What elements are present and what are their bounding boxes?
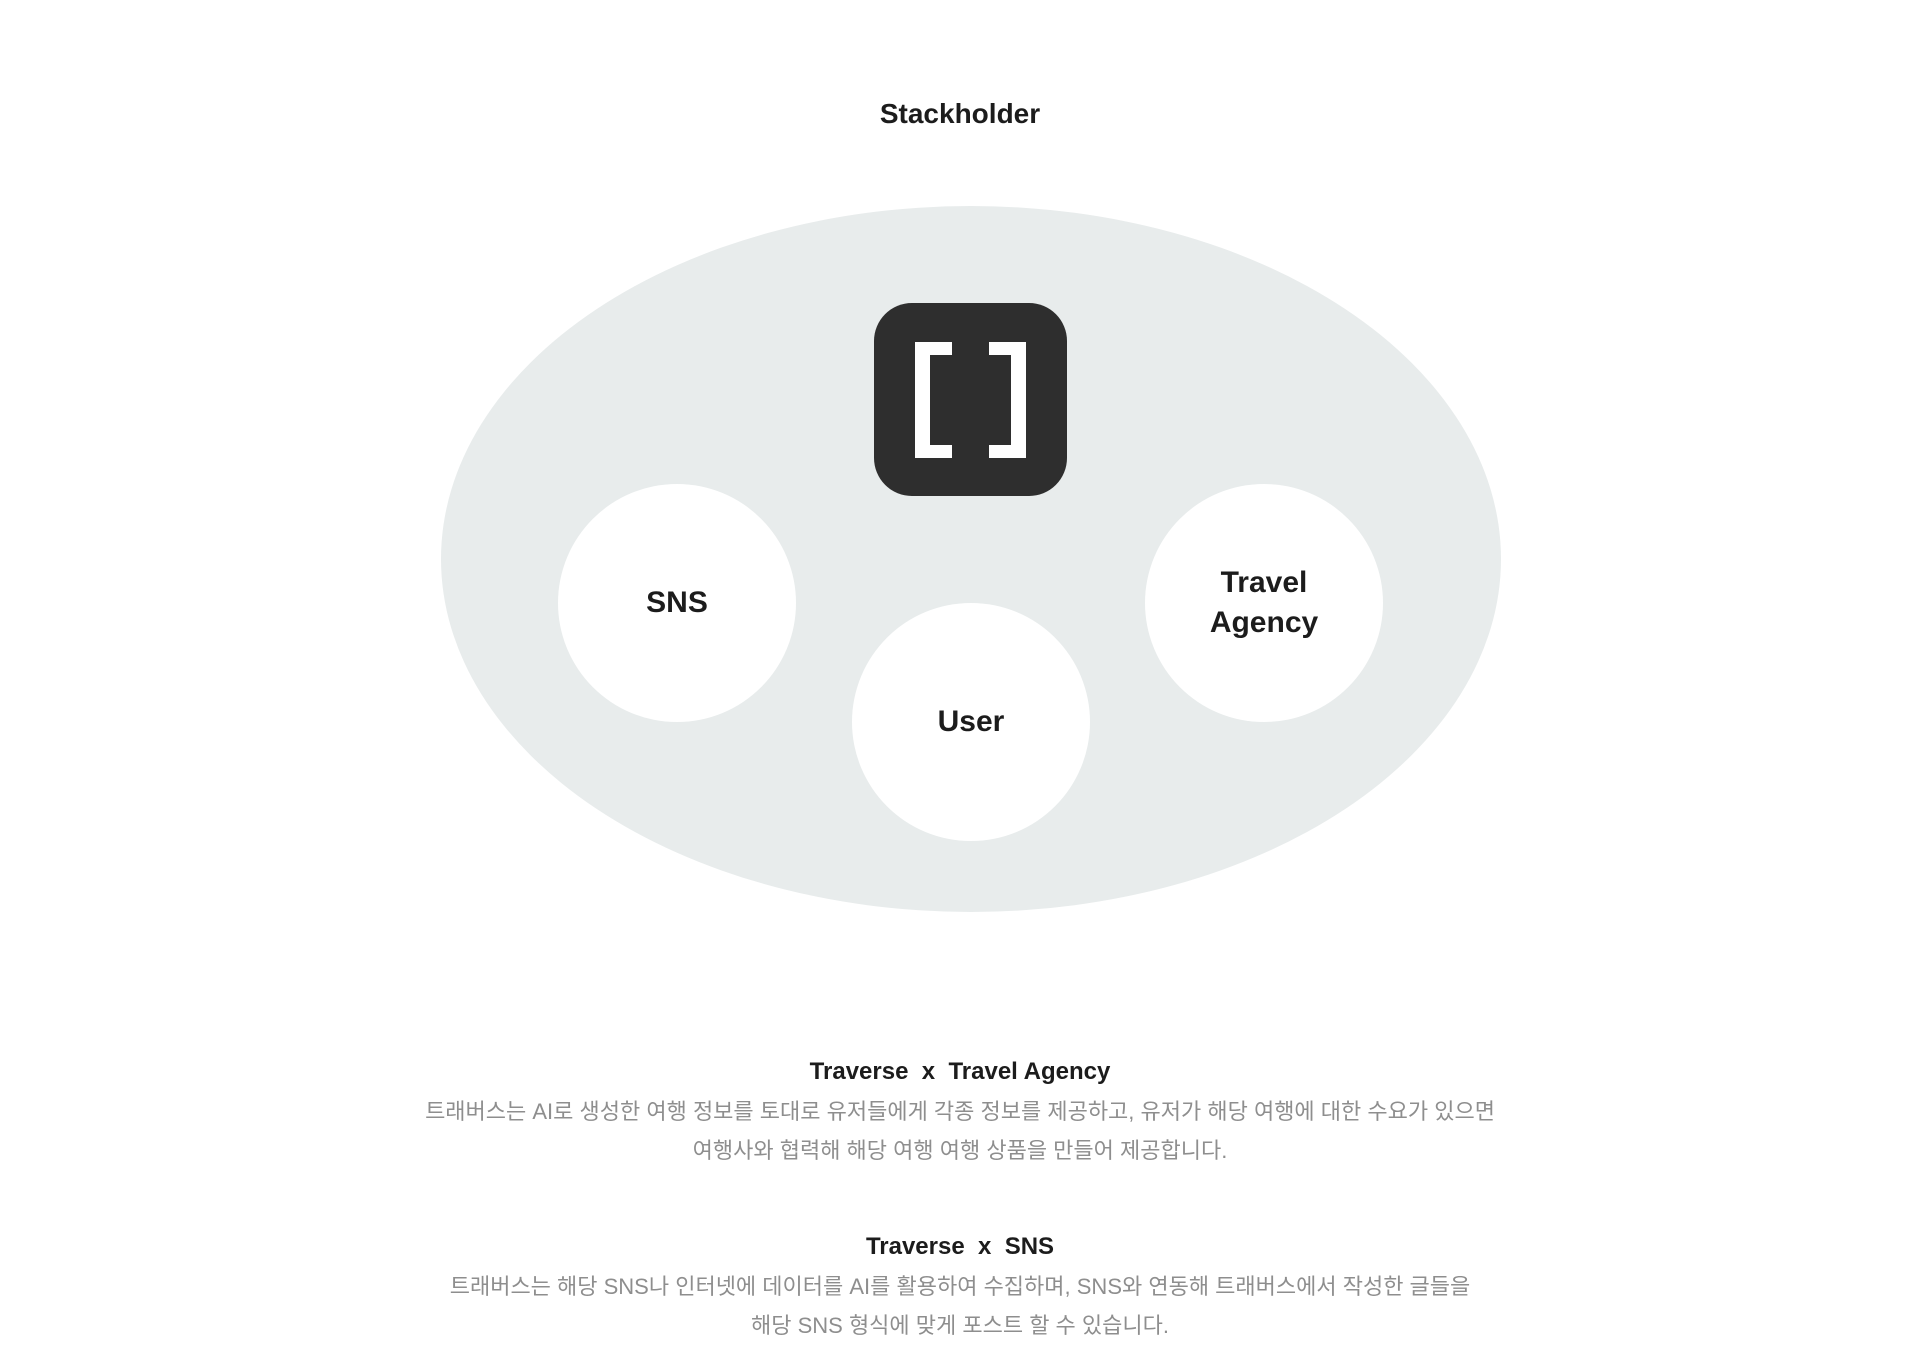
user-node: User xyxy=(852,603,1090,841)
brackets-logo-icon xyxy=(874,303,1067,496)
brackets-logo-glyph xyxy=(915,342,1026,458)
travel-agency-node-label: Travel Agency xyxy=(1209,566,1319,639)
description-line: 여행사와 협력해 해당 여행 여행 상품을 만들어 제공합니다. xyxy=(692,1138,1228,1163)
description-line: 트래버스는 해당 SNS나 인터넷에 데이터를 AI를 활용하여 수집하며, S… xyxy=(449,1274,1471,1299)
user-node-label: User xyxy=(937,705,1005,738)
section-heading: Traverse x Travel Agency xyxy=(809,1058,1111,1085)
description-line: 해당 SNS 형식에 맞게 포스트 할 수 있습니다. xyxy=(751,1313,1169,1338)
description-line: 트래버스는 AI로 생성한 여행 정보를 토대로 유저들에게 각종 정보를 제공… xyxy=(425,1099,1495,1124)
section-description: 트래버스는 해당 SNS나 인터넷에 데이터를 AI를 활용하여 수집하며, S… xyxy=(0,1267,1920,1345)
page-title: Stackholder xyxy=(879,98,1041,129)
travel-agency-section: Traverse x Travel Agency 트래버스는 AI로 생성한 여… xyxy=(0,1056,1920,1170)
travel-agency-node: Travel Agency xyxy=(1145,484,1383,722)
sns-node-label: SNS xyxy=(646,586,708,619)
section-heading: Traverse x SNS xyxy=(865,1233,1055,1260)
sns-node: SNS xyxy=(558,484,796,722)
section-description: 트래버스는 AI로 생성한 여행 정보를 토대로 유저들에게 각종 정보를 제공… xyxy=(0,1092,1920,1170)
sns-section: Traverse x SNS 트래버스는 해당 SNS나 인터넷에 데이터를 A… xyxy=(0,1231,1920,1345)
